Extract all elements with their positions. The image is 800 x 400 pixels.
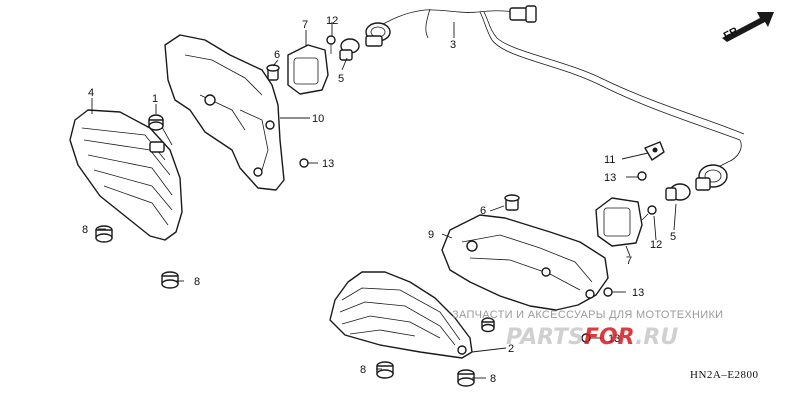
rubber-mount-1 <box>95 225 113 243</box>
grommet-lower <box>481 317 495 333</box>
callout-6-upper: 6 <box>274 49 280 61</box>
leader-lines <box>91 22 677 379</box>
callout-8-b: 8 <box>194 276 200 288</box>
harness-clip <box>644 141 665 161</box>
wire-harness <box>365 5 745 191</box>
bulb-lower <box>665 183 691 201</box>
screw-lower <box>641 205 657 221</box>
bolt-2 <box>637 171 647 181</box>
rubber-mount-2 <box>161 271 179 289</box>
rubber-mount-4 <box>457 369 475 387</box>
bolt-3 <box>603 287 613 297</box>
bulb-cover-lower <box>595 197 643 247</box>
bulb-socket-upper <box>365 22 391 47</box>
callout-13-c: 13 <box>632 287 644 299</box>
callout-13-a: 13 <box>322 158 334 170</box>
upper-bracket <box>164 34 285 191</box>
callout-13-d: 13 <box>608 333 620 345</box>
callout-labels: 1 2 3 4 5 5 6 6 7 7 8 8 8 8 9 10 11 12 1… <box>82 15 676 385</box>
callout-3: 3 <box>450 39 456 51</box>
front-direction-arrow: FR. <box>722 12 774 43</box>
callout-8-a: 8 <box>82 224 88 236</box>
callout-1: 1 <box>152 93 158 105</box>
callout-11: 11 <box>604 154 615 166</box>
callout-10: 10 <box>312 113 324 125</box>
watermark-logo: PARTSFOR.RU <box>506 325 678 350</box>
watermark-caption: ЗАПЧАСТИ И АКСЕССУАРЫ ДЛЯ МОТОТЕХНИКИ <box>452 309 723 321</box>
callout-7-upper: 7 <box>302 19 308 31</box>
callout-8-c: 8 <box>360 364 366 376</box>
collar-lower <box>504 194 520 211</box>
watermark-logo-part1: PARTS <box>506 325 584 350</box>
callout-5-lower: 5 <box>670 231 676 243</box>
collar-upper <box>266 64 280 81</box>
diagram-code: HN2A–E2800 <box>690 369 759 381</box>
watermark-logo-part3: .RU <box>635 325 678 350</box>
callout-7-lower: 7 <box>626 255 632 267</box>
callout-9: 9 <box>428 229 434 241</box>
direction-label: FR. <box>722 24 743 43</box>
callout-13-b: 13 <box>604 172 616 184</box>
headlight-upper <box>69 109 183 241</box>
bulb-socket-lower <box>695 164 728 191</box>
callout-12-upper: 12 <box>326 15 338 27</box>
watermark: ЗАПЧАСТИ И АКСЕССУАРЫ ДЛЯ МОТОТЕХНИКИ PA… <box>452 309 723 350</box>
callout-6-lower: 6 <box>480 205 486 217</box>
grommet-upper <box>148 114 164 131</box>
callout-12-lower: 12 <box>650 239 662 251</box>
bolt-1 <box>299 158 309 168</box>
callout-5-upper: 5 <box>338 73 344 85</box>
watermark-logo-part2: FOR <box>584 325 635 350</box>
callout-2: 2 <box>508 343 514 355</box>
bulb-cover-upper <box>287 44 329 95</box>
rubber-mount-3 <box>376 361 394 379</box>
headlight-lower <box>329 271 473 359</box>
screw-upper <box>326 35 336 54</box>
callout-4: 4 <box>88 87 94 99</box>
bulb-upper <box>339 38 360 61</box>
lower-bracket <box>441 214 609 311</box>
callout-8-d: 8 <box>490 373 496 385</box>
